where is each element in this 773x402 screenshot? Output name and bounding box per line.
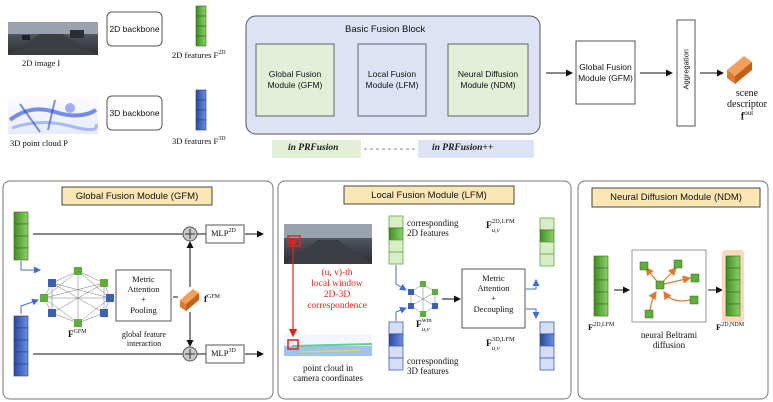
tag-prfusionpp-label: in PRFusion++ xyxy=(432,143,494,153)
tag-prfusion-label: in PRFusion xyxy=(288,143,339,153)
point-cloud-thumbnail xyxy=(8,96,98,134)
lfm-arrow-blue-to-graph xyxy=(395,306,407,321)
gfm-blue-stack xyxy=(13,315,29,377)
gfm-panel-title: Global Fusion Module (GFM) xyxy=(75,191,199,202)
lfm-camera-image xyxy=(284,224,372,264)
block-ndm-label: Neural Diffusion Module (NDM) xyxy=(457,69,519,90)
pointcloud-caption: 3D point cloud P xyxy=(10,138,68,148)
ndm-diffusion-box xyxy=(631,249,707,323)
gfm-right-label: Global Fusion Module (GFM) xyxy=(578,61,633,83)
block-gfm-label: Global Fusion Module (GFM) xyxy=(267,69,323,90)
gfm-add-bottom-plus xyxy=(185,349,195,359)
tag-prfusionpp xyxy=(418,140,534,158)
gfm-attention-graph xyxy=(43,270,111,324)
ndm-in-label: F2D,LFM xyxy=(588,322,615,332)
ndm-out-stack xyxy=(722,250,744,322)
block-lfm-box xyxy=(357,43,427,117)
lfm-arrow-green-to-graph xyxy=(395,265,407,291)
lfm-arrow-metric-up xyxy=(526,279,540,290)
image-2d-thumbnail xyxy=(8,22,98,55)
aggregation-box xyxy=(676,19,696,127)
mlp2d-box xyxy=(205,224,245,244)
features-2d-stack xyxy=(195,5,207,47)
gfm-graph-label: FGFM xyxy=(68,329,87,339)
ndm-in-stack xyxy=(593,255,609,317)
block-ndm-box xyxy=(447,43,529,117)
features-3d-stack xyxy=(195,89,207,131)
gfm-panel-title-bg xyxy=(61,186,213,206)
gfm-add-top-plus xyxy=(185,229,195,239)
lfm-out-blue-stack xyxy=(539,321,555,371)
backbone-3d-box xyxy=(106,95,163,131)
ndm-diffusion-graph xyxy=(639,259,700,319)
mlp3d-box xyxy=(205,344,245,364)
ndm-out-label: F2D,NDM xyxy=(716,322,745,332)
image-2d-caption: 2D image I xyxy=(22,58,61,68)
block-title: Basic Fusion Block xyxy=(345,24,426,35)
gfm-vector-icon xyxy=(180,289,199,311)
gfm-arrow-blue-to-graph xyxy=(20,298,39,314)
mlp3d-label: MLP3D xyxy=(211,348,236,358)
gfm-graph-nodes xyxy=(40,267,114,327)
features-2d-label: 2D features F2D xyxy=(172,50,226,60)
scene-descriptor-icon xyxy=(727,56,752,84)
lfm-green-stack xyxy=(388,215,404,265)
features-3d-label: 3D features F3D xyxy=(172,136,226,146)
lfm-window-graph xyxy=(408,281,438,317)
ndm-panel-title-bg xyxy=(591,187,761,208)
lfm-out-green-stack xyxy=(539,217,555,267)
ndm-panel-title: Neural Diffusion Module (NDM) xyxy=(610,192,742,203)
backbone-2d-box xyxy=(106,11,163,47)
gfm-right-box xyxy=(575,40,636,105)
gfm-metric-box xyxy=(115,269,172,322)
backbone-3d-label: 3D backbone xyxy=(109,107,160,118)
lfm-arrow-metric-down xyxy=(526,308,540,319)
block-lfm-label: Local Fusion Module (LFM) xyxy=(365,69,419,90)
gfm-arrow-green-to-graph xyxy=(20,261,41,274)
lfm-metric-box xyxy=(461,268,526,329)
gfm-vector-label: fGFM xyxy=(204,294,221,304)
backbone-2d-label: 2D backbone xyxy=(109,23,160,34)
tag-prfusion xyxy=(272,140,361,158)
lfm-blue-stack xyxy=(388,321,404,371)
gfm-green-stack xyxy=(13,211,29,261)
block-gfm-box xyxy=(255,43,335,117)
lfm-pointcloud-camera xyxy=(284,334,373,356)
aggregation-label: Aggregation xyxy=(681,49,691,90)
lfm-panel-title-bg xyxy=(343,185,515,205)
lfm-panel-title: Local Fusion Module (LFM) xyxy=(371,190,487,201)
mlp2d-label: MLP2D xyxy=(211,228,236,238)
